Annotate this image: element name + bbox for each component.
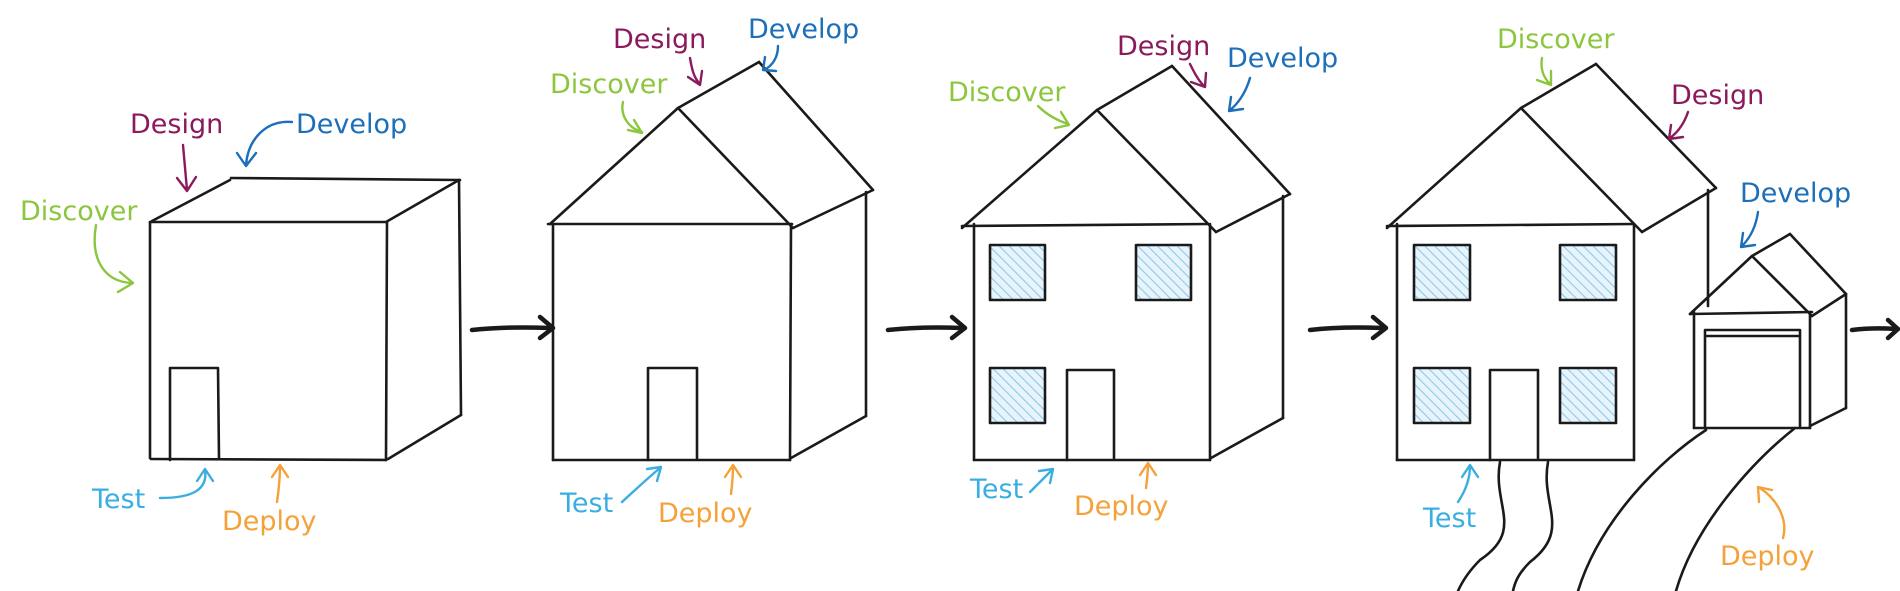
stage-1-box: Discover Design Develop Test Deploy — [20, 109, 463, 537]
stage-4-discover-arrow — [1535, 56, 1553, 87]
stage-1-deploy-arrow — [270, 463, 290, 504]
stage-2-deploy-arrow — [723, 463, 743, 496]
stage-1-test-arrow — [158, 467, 215, 500]
stage-4-window-bottom-left — [1414, 368, 1470, 423]
stage-1-develop-arrow — [235, 120, 294, 168]
stage-4-test-label: Test — [1422, 503, 1476, 534]
stage-2-develop-arrow — [761, 44, 780, 73]
stage-2-structure — [546, 60, 875, 462]
stage-2-design-arrow — [686, 56, 704, 87]
stage-4-window-top-left — [1414, 245, 1470, 300]
stage-3-discover-label: Discover — [948, 77, 1066, 108]
stage-4-discover-label: Discover — [1497, 24, 1615, 55]
stage-3-develop-label: Develop — [1227, 43, 1338, 74]
stage-4-windows — [1412, 243, 1618, 425]
stage-1-develop-label: Develop — [296, 109, 407, 140]
stage-1-discover-arrow — [93, 223, 135, 294]
stage-3-test-label: Test — [969, 474, 1023, 505]
stage-2-test-arrow — [620, 465, 663, 504]
stage-3-develop-arrow — [1227, 76, 1252, 113]
stage-3-discover-arrow — [1036, 104, 1071, 130]
stage-2-discover-arrow — [621, 100, 644, 135]
stage-1-design-arrow — [175, 143, 198, 193]
stage-3-windows — [988, 243, 1193, 425]
stage-1-discover-label: Discover — [20, 196, 138, 227]
stage-1-deploy-label: Deploy — [222, 506, 317, 537]
stage-4-deploy-arrow — [1756, 485, 1786, 540]
stage-4-test-arrow — [1456, 463, 1480, 504]
stage-3-window-top-left — [990, 245, 1045, 300]
stage-2-deploy-label: Deploy — [658, 498, 753, 529]
stage-4-design-label: Design — [1671, 80, 1764, 111]
stage-2-test-label: Test — [559, 488, 613, 519]
stage-4-road — [1456, 426, 1797, 591]
stage-3-window-top-right — [1136, 245, 1191, 300]
stage-1-test-label: Test — [91, 484, 145, 515]
stage-4-annotations: Discover Design Develop Test Deploy — [1422, 24, 1851, 572]
stage-4-window-bottom-right — [1560, 368, 1616, 423]
stage-4-develop-arrow — [1739, 210, 1760, 249]
stage-3-house-windows: Discover Design Develop Test Deploy — [948, 31, 1338, 522]
progress-arrow-2 — [885, 314, 968, 341]
stage-1-design-label: Design — [130, 109, 223, 140]
stage-4-house-structure — [1385, 62, 1718, 462]
progress-arrow-1 — [469, 314, 556, 341]
stage-1-annotations: Discover Design Develop Test Deploy — [20, 109, 407, 537]
stage-4-develop-label: Develop — [1740, 178, 1851, 209]
stage-4-deploy-label: Deploy — [1720, 541, 1815, 572]
stage-3-structure — [960, 64, 1292, 462]
stage-3-design-arrow — [1188, 62, 1208, 89]
stage-2-annotations: Discover Design Develop Test Deploy — [550, 14, 859, 529]
stage-3-design-label: Design — [1117, 31, 1210, 62]
stage-3-annotations: Discover Design Develop Test Deploy — [948, 31, 1338, 522]
stage-2-house-shell: Discover Design Develop Test Deploy — [546, 14, 875, 529]
stage-4-house-garage: Discover Design Develop Test Deploy — [1385, 24, 1900, 591]
stage-2-discover-label: Discover — [550, 69, 668, 100]
stage-1-structure — [148, 176, 463, 462]
stage-2-develop-label: Develop — [748, 14, 859, 45]
stage-2-design-label: Design — [613, 24, 706, 55]
progress-arrow-4 — [1849, 317, 1900, 341]
stage-4-garage — [1688, 232, 1848, 430]
stage-4-window-top-right — [1560, 245, 1616, 300]
stage-3-deploy-arrow — [1138, 461, 1158, 490]
progress-arrow-3 — [1307, 314, 1389, 341]
stage-3-window-bottom-left — [990, 368, 1045, 423]
stage-3-test-arrow — [1028, 467, 1055, 494]
stage-4-design-arrow — [1667, 110, 1690, 141]
stage-3-deploy-label: Deploy — [1074, 491, 1169, 522]
